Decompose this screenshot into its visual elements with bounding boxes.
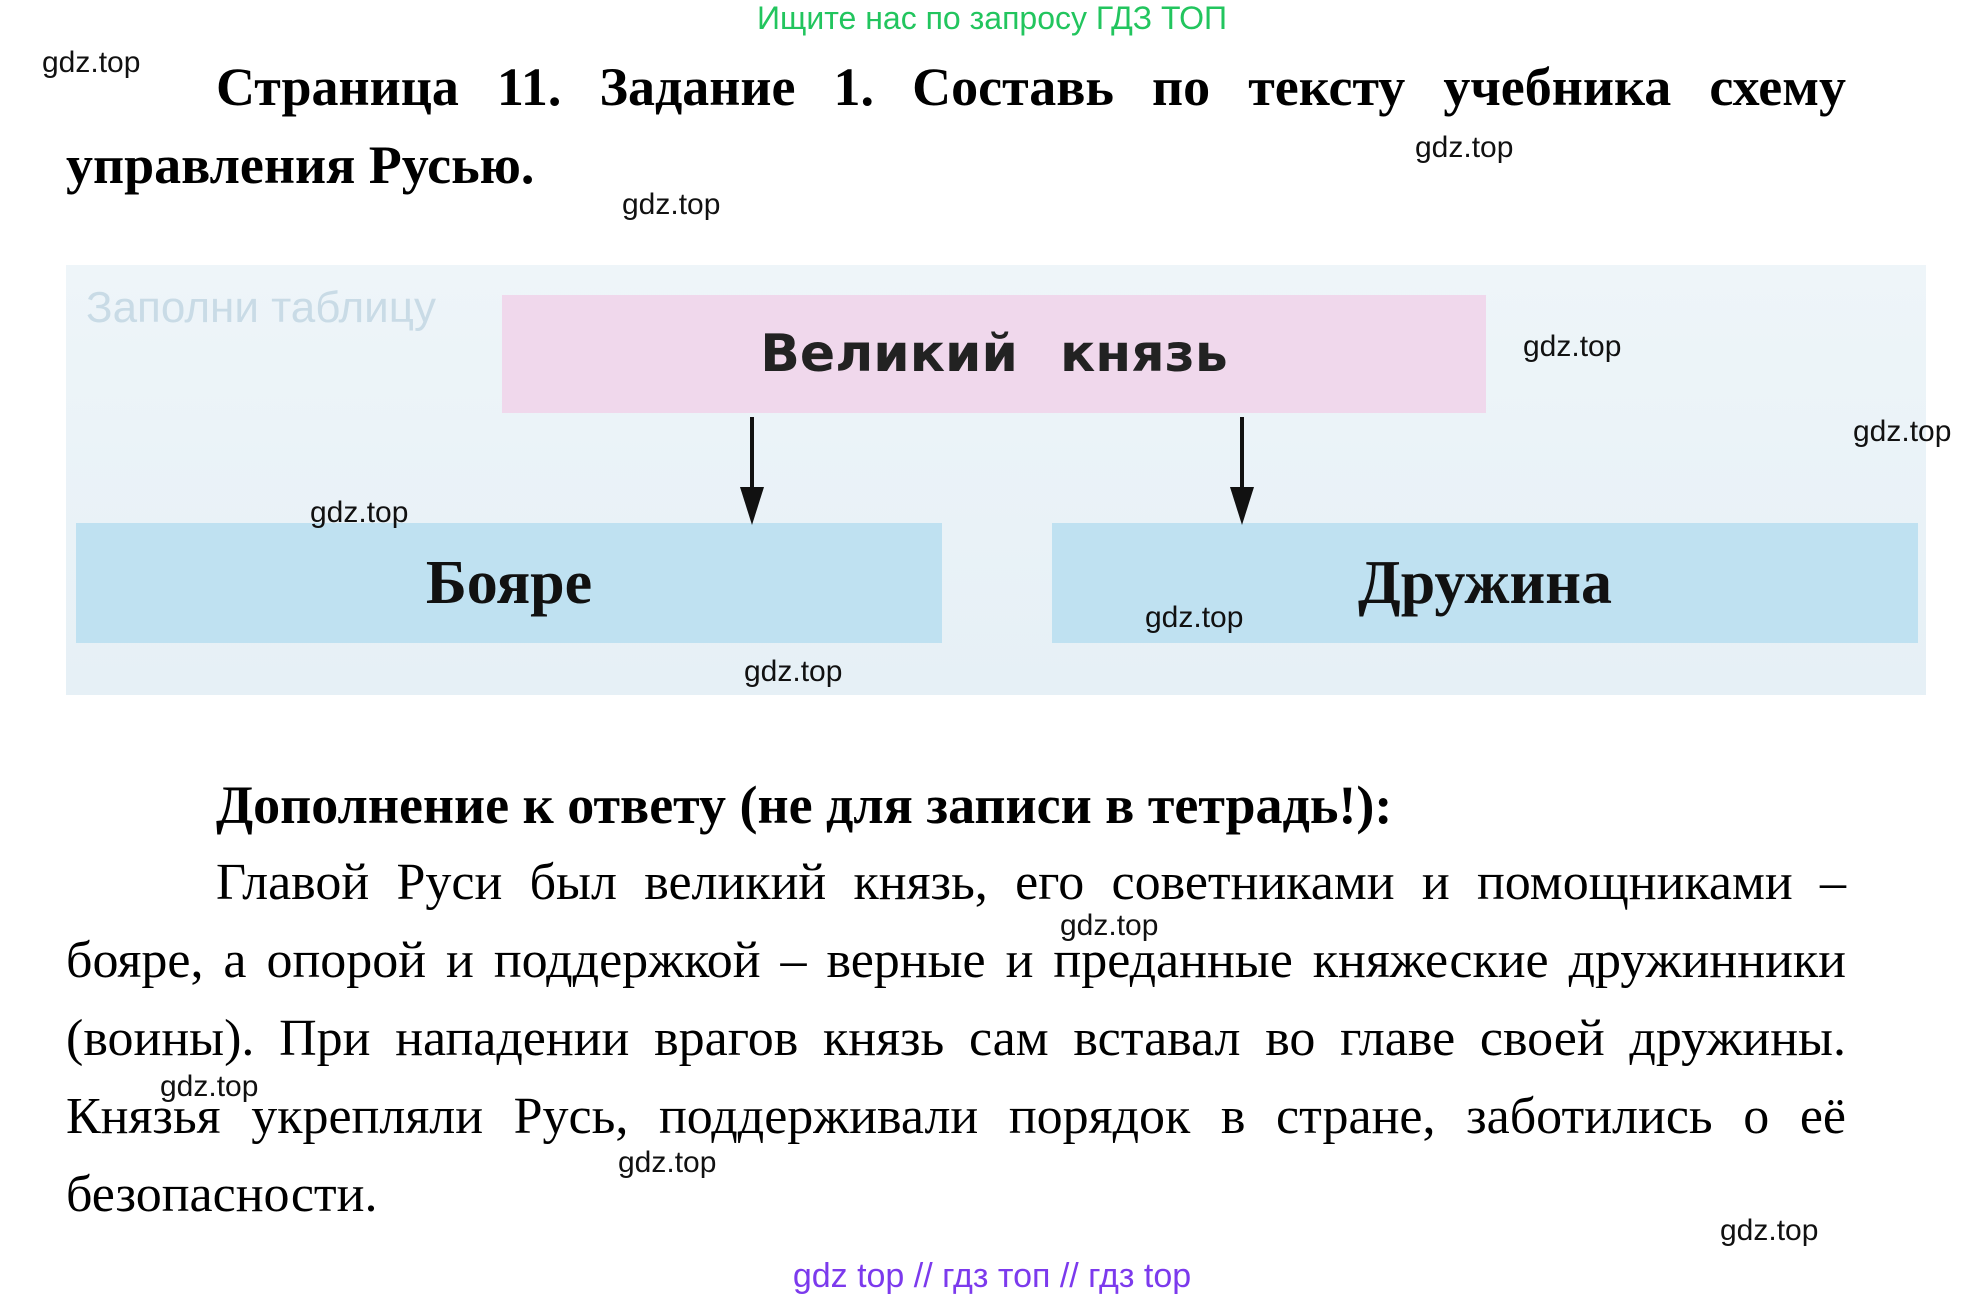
druzhina-box: Дружина <box>1052 523 1918 643</box>
arrow-to-druzhina <box>1230 417 1254 525</box>
arrow-to-boyars <box>740 417 764 525</box>
watermark: gdz.top <box>1415 131 1514 164</box>
watermark: gdz.top <box>618 1146 717 1179</box>
rus-governance-diagram: Заполни таблицу Великий князь Бояре Друж… <box>66 265 1926 695</box>
watermark: gdz.top <box>160 1070 259 1103</box>
diagram-arrows <box>740 417 1254 525</box>
faded-background-text: Заполни таблицу <box>86 283 436 332</box>
watermark: gdz.top <box>744 655 843 688</box>
watermark: gdz.top <box>1720 1214 1819 1247</box>
watermark: gdz.top <box>622 188 721 221</box>
watermark: gdz.top <box>1523 330 1622 363</box>
watermark: gdz.top <box>310 496 409 529</box>
answer-paragraph: Главой Руси был великий князь, его совет… <box>66 854 1846 1223</box>
footer-links[interactable]: gdz top // гдз топ // гдз top <box>792 1257 1192 1295</box>
watermark: gdz.top <box>1145 601 1244 634</box>
watermark: gdz.top <box>1060 909 1159 942</box>
watermark: gdz.top <box>1853 415 1952 448</box>
boyars-box: Бояре <box>76 523 942 643</box>
task-title: Страница 11. Задание 1. Составь по текст… <box>66 57 1846 195</box>
grand-prince-box: Великий князь <box>502 295 1486 413</box>
top-banner[interactable]: Ищите нас по запросу ГДЗ ТОП <box>757 0 1227 36</box>
watermark: gdz.top <box>42 46 141 79</box>
addendum-heading: Дополнение к ответу (не для записи в тет… <box>216 775 1393 835</box>
